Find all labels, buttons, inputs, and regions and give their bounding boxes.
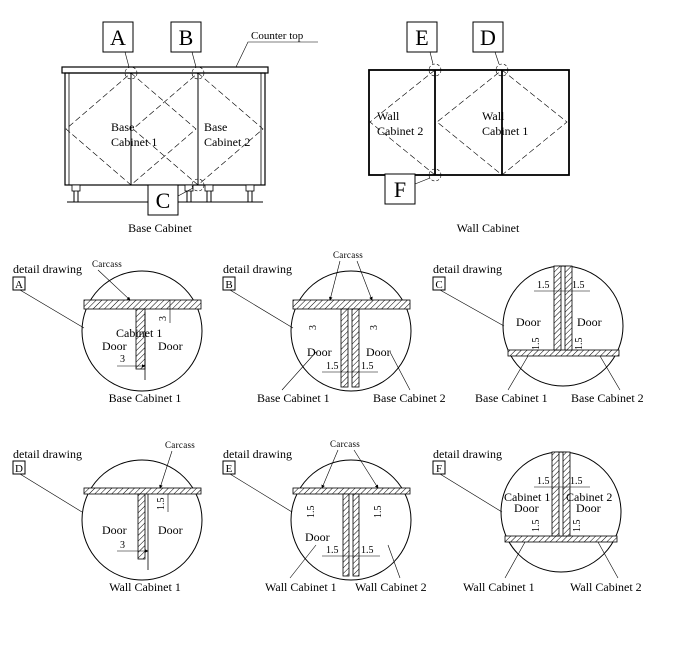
dim-label: 1.5 (537, 476, 550, 487)
dim-label: 1.5 (326, 361, 339, 372)
dim-label: 1.5 (531, 520, 542, 533)
base-cabinet-2-label-2: Cabinet 2 (204, 135, 250, 149)
tag-a: A (110, 25, 126, 50)
detail-title: detail drawing (223, 447, 292, 461)
tag-e: E (415, 25, 428, 50)
dim-label: 1.5 (531, 338, 542, 351)
wall-cabinet-2-label: Wall (377, 109, 400, 123)
door-right-label: Door (366, 345, 391, 359)
detail-a: detail drawing A Carcass 3 Cabinet 1 Doo… (12, 259, 203, 405)
dim-label: 3 (369, 325, 380, 330)
tag-d: D (480, 25, 496, 50)
caption-right: Base Cabinet 2 (571, 391, 644, 405)
cabinet-right-label: Cabinet 2 (566, 490, 612, 504)
wall-cabinet-1-label: Wall (482, 109, 505, 123)
caption-right: Base Cabinet 2 (373, 391, 446, 405)
wall-cabinet-caption: Wall Cabinet (457, 221, 520, 235)
caption-left: Wall Cabinet 1 (109, 580, 181, 594)
wall-cabinet-overview: E D F Wall Cabinet 2 Wall Cabinet 1 Wall… (368, 21, 570, 235)
dim-label: 1.5 (326, 545, 339, 556)
detail-b: detail drawing B Carcass 3 3 Door Door 1… (222, 250, 446, 405)
door-swing-3 (369, 69, 436, 176)
door-left-label: Door (514, 501, 539, 515)
dim-label: 3 (158, 316, 169, 321)
dim-label: 1.5 (361, 361, 374, 372)
detail-key: D (15, 463, 23, 475)
door-left-label: Door (516, 315, 541, 329)
wall-cabinet-body (368, 69, 570, 176)
wall-cabinet-2-label-2: Cabinet 2 (377, 124, 423, 138)
detail-key: C (435, 279, 442, 291)
door-right-label: Door (158, 523, 183, 537)
carcass-label: Carcass (165, 440, 195, 450)
detail-title: detail drawing (433, 262, 502, 276)
dim-label: 1.5 (570, 476, 583, 487)
dim-label: 1.5 (373, 506, 384, 519)
door-swing-4 (436, 69, 568, 176)
door-left-label: Door (102, 339, 127, 353)
door-left-label: Door (102, 523, 127, 537)
detail-title: detail drawing (223, 262, 292, 276)
dim-label: 1.5 (574, 338, 585, 351)
dim-label: 3 (120, 354, 125, 365)
dim-label: 1.5 (361, 545, 374, 556)
base-cabinet-overview: A B C Counter top Base Cabinet 1 Base Ca… (61, 21, 318, 235)
caption-left: Base Cabinet 1 (109, 391, 182, 405)
tag-c: C (156, 188, 171, 213)
door-left-label: Door (307, 345, 332, 359)
detail-key: F (436, 463, 442, 475)
caption-left: Base Cabinet 1 (257, 391, 330, 405)
tag-f: F (394, 177, 406, 202)
dim-label: 1.5 (156, 498, 167, 511)
caption-left: Wall Cabinet 1 (463, 580, 535, 594)
dim-label: 3 (308, 325, 319, 330)
detail-d: detail drawing D Carcass 1.5 Door Door 3… (12, 440, 203, 594)
base-cabinet-2-label: Base (204, 120, 227, 134)
door-right-label: Door (577, 315, 602, 329)
dim-label: 1.5 (306, 506, 317, 519)
caption-left: Base Cabinet 1 (475, 391, 548, 405)
dim-label: 3 (120, 540, 125, 551)
carcass-label: Carcass (330, 439, 360, 449)
detail-title: detail drawing (13, 447, 82, 461)
detail-f: detail drawing F 1.5 1.5 Cabinet 1 Cabin… (432, 447, 642, 594)
caption-right: Wall Cabinet 2 (355, 580, 427, 594)
dim-label: 1.5 (572, 280, 585, 291)
caption-right: Wall Cabinet 2 (570, 580, 642, 594)
base-cabinet-caption: Base Cabinet (128, 221, 192, 235)
detail-e: detail drawing E Carcass 1.5 1.5 Door 1.… (222, 439, 427, 594)
detail-title: detail drawing (13, 262, 82, 276)
door-right-label: Door (158, 339, 183, 353)
detail-key: A (15, 279, 23, 291)
cabinet-label: Cabinet 1 (116, 326, 162, 340)
caption-left: Wall Cabinet 1 (265, 580, 337, 594)
detail-key: B (225, 279, 232, 291)
dim-label: 1.5 (572, 520, 583, 533)
dim-label: 1.5 (537, 280, 550, 291)
cabinet-left-label: Cabinet 1 (504, 490, 550, 504)
carcass-label: Carcass (92, 259, 122, 269)
door-left-label: Door (305, 530, 330, 544)
carcass-label: Carcass (333, 250, 363, 260)
base-cabinet-body (64, 72, 266, 186)
tag-b: B (179, 25, 194, 50)
wall-cabinet-1-label-2: Cabinet 1 (482, 124, 528, 138)
counter-top-label: Counter top (251, 30, 304, 42)
counter-top (61, 66, 269, 74)
door-right-label: Door (576, 501, 601, 515)
base-cabinet-1-label: Base (111, 120, 134, 134)
detail-key: E (226, 463, 233, 475)
base-cabinet-1-label-2: Cabinet 1 (111, 135, 157, 149)
detail-c: detail drawing C 1.5 1.5 Door Door 1.5 1… (432, 262, 644, 405)
detail-title: detail drawing (433, 447, 502, 461)
